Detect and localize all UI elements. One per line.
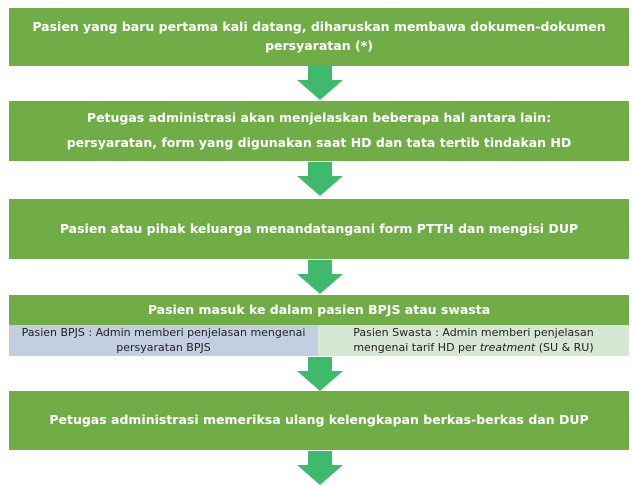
step-5-line-1: Petugas administrasi memeriksa ulang kel…	[49, 412, 589, 428]
down-arrow-3	[297, 260, 343, 294]
swasta-line-2-suffix: (SU & RU)	[535, 340, 594, 354]
swasta-line-2-italic: treatment	[479, 340, 536, 354]
swasta-line-1: Pasien Swasta : Admin memberi penjelasan	[353, 326, 594, 340]
swasta-line-2: mengenai tarif HD per treatment (SU & RU…	[353, 341, 593, 355]
down-arrow-1	[297, 66, 343, 100]
bpjs-patient-box: Pasien BPJS : Admin memberi penjelasan m…	[9, 325, 318, 356]
down-arrow-4	[297, 357, 343, 391]
step-3-box: Pasien atau pihak keluarga menandatangan…	[9, 199, 629, 259]
step-3-line-1: Pasien atau pihak keluarga menandatangan…	[59, 220, 579, 236]
down-arrow-5	[297, 451, 343, 485]
swasta-patient-box: Pasien Swasta : Admin memberi penjelasan…	[318, 325, 629, 356]
step-4-line-1: Pasien masuk ke dalam pasien BPJS atau s…	[147, 301, 491, 317]
bpjs-line-1: Pasien BPJS : Admin memberi penjelasan m…	[21, 326, 306, 340]
down-arrow-2	[297, 162, 343, 196]
swasta-line-2-prefix: mengenai tarif HD per	[353, 340, 480, 354]
step-2-line-1: Petugas administrasi akan menjelaskan be…	[86, 110, 552, 126]
step-1-box: Pasien yang baru pertama kali datang, di…	[9, 8, 629, 66]
step-1-line-2: persyaratan (*)	[265, 38, 373, 53]
step-5-box: Petugas administrasi memeriksa ulang kel…	[9, 391, 629, 450]
step-2-box: Petugas administrasi akan menjelaskan be…	[9, 101, 629, 161]
step-2-line-2: persyaratan, form yang digunakan saat HD…	[66, 135, 572, 150]
step-4-box: Pasien masuk ke dalam pasien BPJS atau s…	[9, 295, 629, 325]
bpjs-line-2: persyaratan BPJS	[116, 340, 211, 354]
step-1-line-1: Pasien yang baru pertama kali datang, di…	[32, 19, 606, 35]
